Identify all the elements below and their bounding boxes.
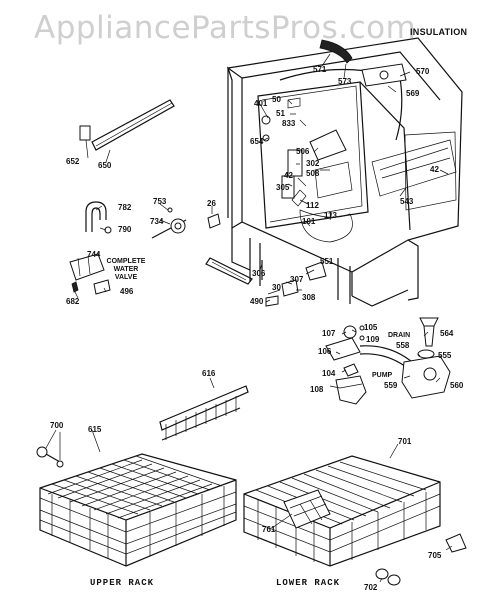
upper-rack-caption: UPPER RACK (90, 578, 155, 588)
part-label-571: 571 (313, 65, 327, 74)
part-label-790: 790 (118, 225, 132, 234)
part-label-42: 42 (284, 171, 293, 180)
part-label-573: 573 (338, 77, 352, 86)
watermark: AppliancePartsPros.com (34, 10, 417, 46)
part-label-306: 306 (252, 269, 266, 278)
part-label-702: 702 (364, 583, 378, 592)
rack-rail (159, 385, 249, 441)
insulation-label: INSULATION (410, 27, 468, 37)
door-seal-parts (79, 99, 175, 151)
lower-rack-caption: LOWER RACK (276, 578, 341, 588)
part-label-107: 107 (322, 329, 336, 338)
part-label-543: 543 (400, 197, 414, 206)
heater-and-brackets (151, 207, 327, 307)
part-label-615: 615 (88, 425, 102, 434)
lower-rack (243, 455, 467, 586)
part-label-761: 761 (262, 525, 276, 534)
part-label-616: 616 (202, 369, 216, 378)
part-label-569: 569 (406, 89, 420, 98)
part-label-104: 104 (322, 369, 336, 378)
part-label-508: 508 (306, 169, 320, 178)
pump-parts (325, 317, 451, 405)
part-label-652: 652 (66, 157, 80, 166)
part-label-496: 496 (120, 287, 134, 296)
part-label-506: 506 (296, 147, 310, 156)
part-label-106: 106 (318, 347, 332, 356)
part-label-700: 700 (50, 421, 64, 430)
part-label-42b: 42 (430, 165, 439, 174)
part-label-560: 560 (450, 381, 464, 390)
tub-assembly (226, 37, 463, 307)
part-label-50: 50 (272, 95, 281, 104)
part-label-559: 559 (384, 381, 398, 390)
part-label-105: 105 (364, 323, 378, 332)
part-label-570: 570 (416, 67, 430, 76)
part-label-101: 101 (302, 217, 316, 226)
complete-water-valve-note: COMPLETE WATER VALVE (106, 258, 146, 281)
drain-note: DRAIN (388, 332, 411, 339)
part-label-654: 654 (250, 137, 264, 146)
part-label-401: 401 (254, 99, 268, 108)
part-label-782: 782 (118, 203, 132, 212)
part-label-682: 682 (66, 297, 80, 306)
leader-lines (45, 53, 453, 583)
part-label-744: 744 (87, 250, 101, 259)
part-label-108: 108 (310, 385, 324, 394)
part-label-26: 26 (207, 199, 216, 208)
part-label-307: 307 (290, 275, 304, 284)
part-label-30: 30 (272, 283, 281, 292)
upper-rack (36, 446, 237, 567)
part-label-308: 308 (302, 293, 316, 302)
part-label-109: 109 (366, 335, 380, 344)
part-label-551: 551 (320, 257, 334, 266)
part-label-564: 564 (440, 329, 454, 338)
part-label-650: 650 (98, 161, 112, 170)
pump-note: PUMP (372, 372, 393, 379)
part-label-113: 113 (324, 211, 337, 220)
part-label-701: 701 (398, 437, 412, 446)
part-label-51: 51 (276, 109, 285, 118)
part-label-558: 558 (396, 341, 410, 350)
part-label-753: 753 (153, 197, 167, 206)
part-label-490: 490 (250, 297, 264, 306)
part-label-734: 734 (150, 217, 164, 226)
part-label-302: 302 (306, 159, 320, 168)
part-label-833: 833 (282, 119, 296, 128)
part-label-112: 112 (306, 201, 319, 210)
part-label-555: 555 (438, 351, 452, 360)
part-label-305: 305 (276, 183, 290, 192)
water-valve-assembly (69, 201, 112, 295)
part-label-705: 705 (428, 551, 442, 560)
